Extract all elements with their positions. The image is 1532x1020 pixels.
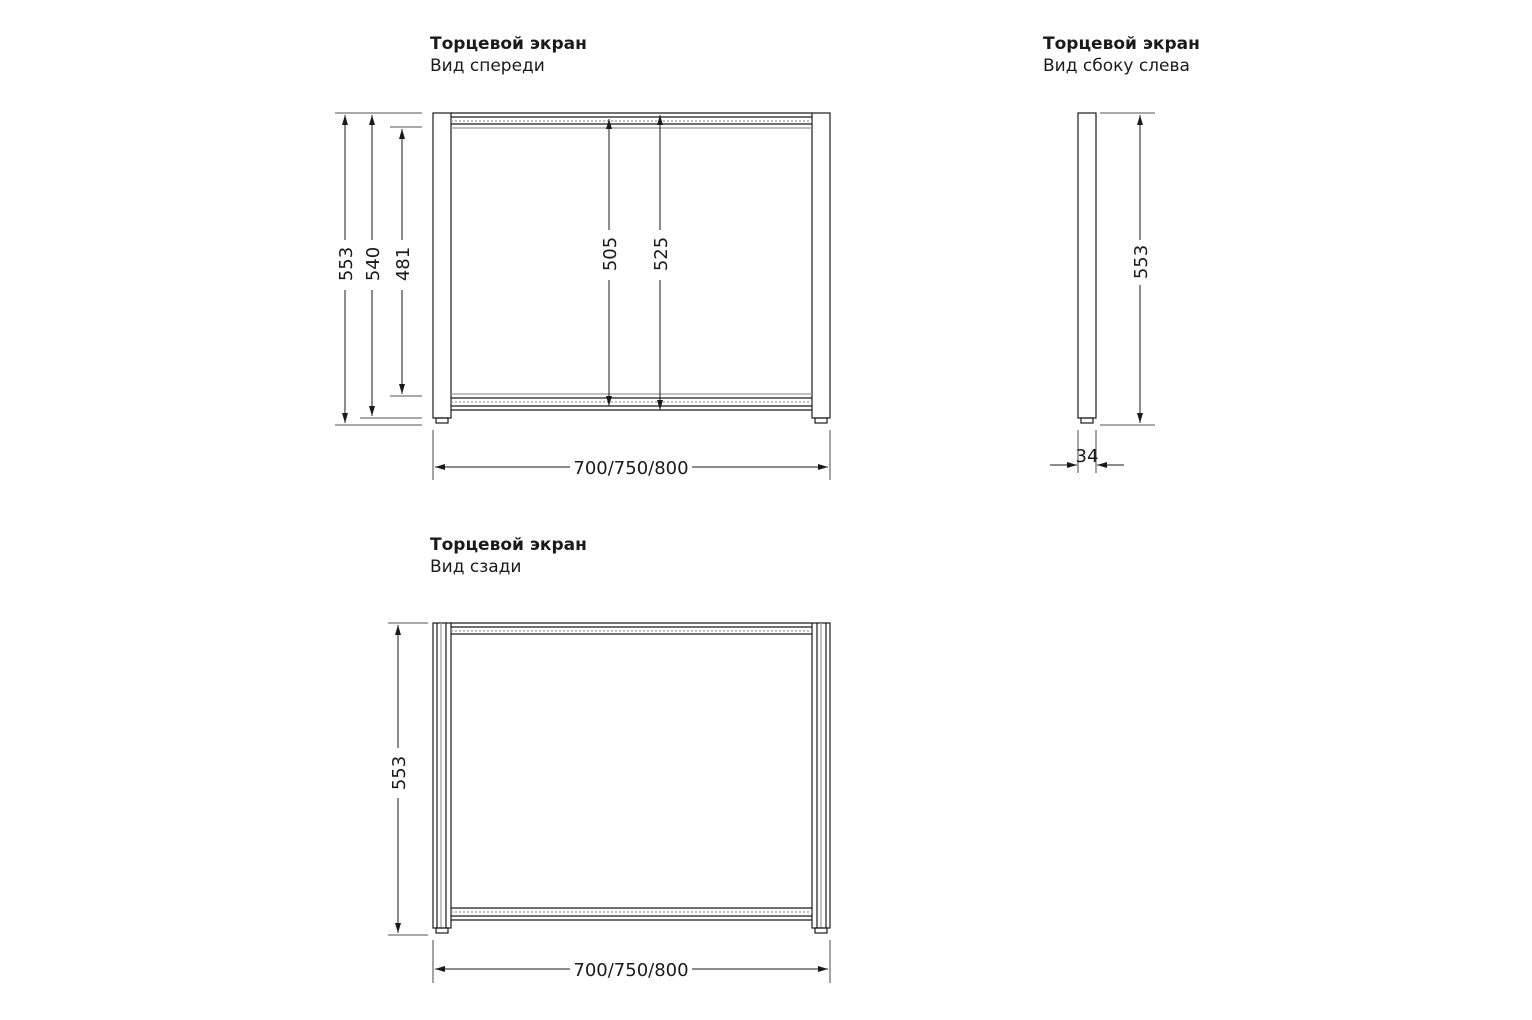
side-foot bbox=[1080, 417, 1094, 424]
front-view-subtitle: Вид спереди bbox=[430, 56, 545, 76]
side-dim-34: 34 bbox=[1076, 446, 1099, 467]
front-top-rail bbox=[451, 112, 812, 129]
front-view-title: Торцевой экран bbox=[430, 34, 587, 54]
front-dimension-lines bbox=[342, 115, 828, 470]
side-dimension-lines bbox=[1050, 115, 1143, 468]
back-right-post bbox=[811, 622, 831, 929]
side-view-drawing bbox=[1077, 112, 1097, 424]
side-view-caption: Торцевой экран Вид сбоку слева bbox=[1043, 33, 1200, 77]
side-post bbox=[1077, 112, 1097, 419]
back-view-title: Торцевой экран bbox=[430, 535, 587, 555]
back-dim-553: 553 bbox=[389, 756, 410, 790]
back-dimension-lines bbox=[395, 625, 828, 972]
front-view-drawing bbox=[432, 112, 831, 424]
front-left-foot bbox=[435, 417, 449, 424]
front-right-post bbox=[811, 112, 831, 419]
back-left-foot bbox=[435, 927, 449, 934]
back-view-drawing bbox=[432, 622, 831, 934]
front-dim-553: 553 bbox=[336, 247, 357, 281]
back-view-subtitle: Вид сзади bbox=[430, 557, 522, 577]
front-left-post bbox=[432, 112, 452, 419]
side-extension-lines bbox=[1077, 112, 1155, 473]
front-dim-width: 700/750/800 bbox=[573, 458, 688, 479]
front-view-caption: Торцевой экран Вид спереди bbox=[430, 33, 587, 77]
side-view-title: Торцевой экран bbox=[1043, 34, 1200, 54]
back-top-rail bbox=[451, 622, 812, 635]
back-right-foot bbox=[814, 927, 828, 934]
front-extension-lines bbox=[335, 112, 831, 480]
front-dim-525: 525 bbox=[651, 237, 672, 271]
back-dim-width: 700/750/800 bbox=[573, 960, 688, 981]
back-left-post bbox=[432, 622, 452, 929]
back-bottom-rail bbox=[451, 907, 812, 921]
back-extension-lines bbox=[388, 622, 831, 983]
back-view-caption: Торцевой экран Вид сзади bbox=[430, 534, 587, 578]
side-dim-553: 553 bbox=[1131, 245, 1152, 279]
front-right-foot bbox=[814, 417, 828, 424]
front-dim-540: 540 bbox=[363, 247, 384, 281]
front-dim-481: 481 bbox=[393, 247, 414, 281]
front-bottom-rail bbox=[451, 393, 812, 411]
side-view-subtitle: Вид сбоку слева bbox=[1043, 56, 1190, 76]
front-dim-505: 505 bbox=[600, 237, 621, 271]
